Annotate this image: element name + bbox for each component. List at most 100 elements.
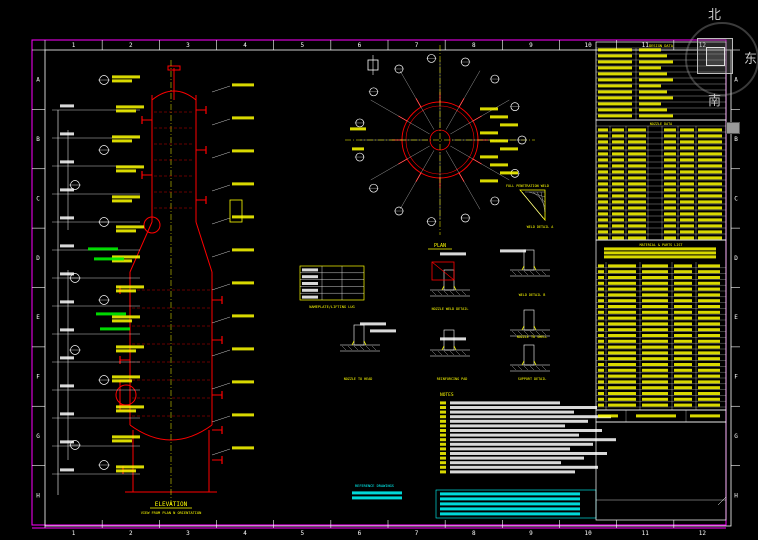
part-spec (642, 270, 668, 274)
part-name (608, 287, 636, 291)
viewcube[interactable] (697, 38, 733, 74)
vessel-elevation-view[interactable] (52, 60, 254, 505)
callout-text (116, 349, 136, 353)
nozzle-proj (680, 188, 694, 192)
nozzle-service (698, 218, 722, 222)
nozzle-mark (598, 236, 608, 240)
plan-radial-line (370, 145, 430, 181)
part-material (674, 403, 692, 407)
nozzle-rating (628, 224, 646, 228)
detail-d-hatch (353, 345, 359, 351)
part-material (674, 328, 692, 332)
data-tables[interactable] (595, 41, 727, 521)
zone-number-bottom: 9 (529, 530, 533, 537)
part-qty (698, 392, 720, 395)
design-data-value (639, 72, 667, 76)
part-qty (698, 357, 720, 361)
detail-a-hatch (431, 290, 437, 296)
nozzle-service (698, 152, 722, 156)
nozzle-rating (628, 188, 646, 192)
detail-d-hatch (341, 345, 347, 351)
part-material (674, 363, 692, 366)
part-no (598, 339, 604, 343)
hatch-line (528, 191, 546, 198)
note-number (440, 447, 446, 451)
callout-text (116, 469, 136, 473)
design-data-label (598, 108, 632, 112)
part-material (674, 281, 692, 285)
nozzle-facing (664, 152, 676, 156)
part-name (608, 334, 636, 337)
part-material (674, 276, 692, 279)
leader-line (211, 415, 231, 423)
zone-number-bottom: 6 (358, 530, 362, 537)
viewcube-top-face[interactable] (706, 47, 725, 66)
dim-text (60, 132, 74, 136)
note-line (450, 465, 598, 469)
plan-callout-text (500, 123, 518, 127)
viewcube-east-label[interactable]: 东 (744, 52, 758, 67)
part-material (674, 351, 692, 355)
note-line (450, 470, 575, 474)
design-data-value (639, 60, 673, 64)
leader-line (211, 217, 231, 225)
viewcube-south-label[interactable]: 南 (708, 94, 722, 109)
nozzle-rating (628, 170, 646, 174)
nozzle-size (612, 128, 624, 132)
part-qty (698, 374, 720, 378)
nozzle-size (612, 218, 624, 222)
callout-text (112, 375, 140, 379)
zone-number-bottom: 11 (642, 530, 650, 537)
nozzle-mark (598, 164, 608, 168)
design-data-label (598, 54, 632, 58)
callout-text (232, 215, 254, 219)
detail-e-hatch (437, 350, 443, 356)
part-name (608, 310, 636, 314)
part-no (598, 299, 604, 303)
part-material (674, 357, 692, 361)
part-spec (642, 392, 668, 395)
part-spec (642, 339, 668, 343)
viewcube-menu-icon[interactable] (726, 122, 740, 134)
reference-line (352, 496, 402, 500)
part-no (598, 351, 604, 355)
note-line (450, 429, 602, 432)
part-qty (698, 363, 720, 366)
note-number (440, 424, 446, 428)
nameplate-title: NAMEPLATE/LIFTING LUG (309, 305, 354, 309)
material-list-header-text (604, 251, 716, 255)
note-number (440, 456, 446, 460)
nozzle-proj (680, 146, 694, 150)
detail-f-hatch (517, 365, 523, 371)
callout-text (112, 435, 140, 439)
part-spec (642, 316, 668, 320)
part-no (598, 276, 604, 279)
detail-f-hatch (523, 365, 529, 371)
part-no (598, 316, 604, 320)
weld-details[interactable] (299, 189, 616, 519)
part-no (598, 322, 604, 326)
nozzle-mark (598, 170, 608, 174)
vessel-plan-view[interactable] (345, 45, 535, 235)
nozzle-size (612, 134, 624, 138)
nozzle-rating (628, 200, 646, 204)
viewcube-north-label[interactable]: 北 (708, 8, 722, 23)
design-data-value (639, 114, 673, 118)
full-penetration-weld-label: FULL PENETRATION WELD (506, 184, 549, 188)
plan-callout-text (350, 127, 366, 131)
material-list-header-text (604, 247, 716, 251)
callout-text (116, 405, 144, 409)
callout-text (116, 225, 144, 229)
nozzle-schedule-title: NOZZLE DATA (650, 122, 672, 126)
nozzle-mark (598, 152, 608, 156)
nozzle-mark (598, 218, 608, 222)
part-no (598, 293, 604, 297)
part-material (674, 334, 692, 337)
dim-text (60, 412, 74, 416)
nozzle-to-head-title: NOZZLE TO HEAD (344, 377, 373, 381)
note-number (440, 415, 446, 419)
nozzle-mark (598, 194, 608, 198)
nozzle-service (698, 158, 722, 162)
